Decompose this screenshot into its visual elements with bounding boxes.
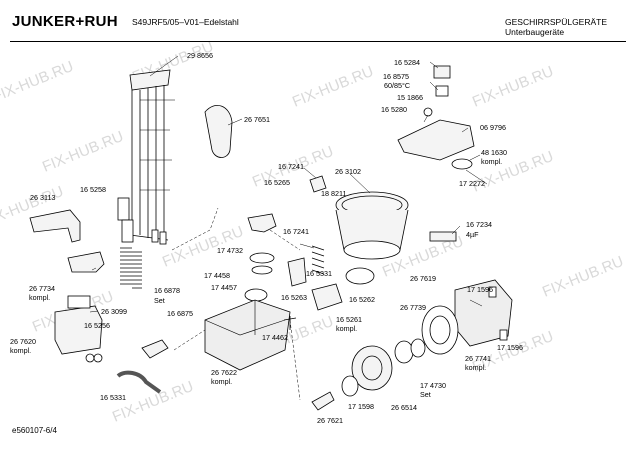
part-label: 16 7241 — [283, 227, 309, 236]
clip-part — [488, 286, 497, 298]
valve-block — [54, 295, 103, 363]
clip-part — [499, 329, 508, 341]
part-label: 16 5262 — [349, 295, 375, 304]
part-label: 17 1596 — [467, 285, 493, 294]
part-label: 16 6878 — [154, 286, 180, 295]
part-label: 16 5331 — [100, 393, 126, 402]
ring-part — [244, 288, 268, 302]
part-label: 26 7621 — [317, 416, 343, 425]
part-label: 16 5280 — [381, 105, 407, 114]
nut-part — [247, 213, 277, 233]
part-label: kompl. — [10, 346, 32, 355]
motor-assembly — [421, 279, 513, 355]
part-label: 4µF — [466, 230, 479, 239]
part-label: 26 6514 — [391, 403, 417, 412]
part-label: 16 7234 — [466, 220, 492, 229]
valve-part — [141, 339, 169, 359]
part-label: 16 5261 — [336, 315, 362, 324]
part-label: 16 5256 — [84, 321, 110, 330]
part-label: kompl. — [29, 293, 51, 302]
part-label: 26 7619 — [410, 274, 436, 283]
part-label: 16 5263 — [281, 293, 307, 302]
part-label: 17 4458 — [204, 271, 230, 280]
seal-part — [341, 375, 359, 397]
part-label: 16 8575 — [383, 72, 409, 81]
ring-part — [251, 265, 273, 275]
part-label: 16 5331 — [306, 269, 332, 278]
part-label: 16 7241 — [278, 162, 304, 171]
part-label: kompl. — [481, 157, 503, 166]
part-label: 17 1596 — [497, 343, 523, 352]
sump-housing — [204, 299, 291, 371]
hose-part — [116, 370, 162, 394]
sensor-part — [67, 251, 105, 273]
part-label: 26 7651 — [244, 115, 270, 124]
part-label: 17 4462 — [262, 333, 288, 342]
document-id: e560107-6/4 — [12, 426, 57, 435]
part-label: 26 7622 — [211, 368, 237, 377]
leader-lines — [171, 207, 301, 401]
part-label: 17 2272 — [459, 179, 485, 188]
part-label: 48 1630 — [481, 148, 507, 157]
part-label: 26 3099 — [101, 307, 127, 316]
part-label: 26 3113 — [30, 193, 56, 202]
part-label: 17 4732 — [217, 246, 243, 255]
filter-bowl — [335, 191, 409, 285]
pump-housing — [351, 338, 426, 391]
part-label: Set — [420, 390, 431, 399]
bracket-part — [287, 257, 307, 287]
tube-part — [117, 197, 130, 221]
part-label: 16 5284 — [394, 58, 420, 67]
leader-lines — [89, 55, 488, 313]
header-rule — [10, 41, 626, 42]
ring-part — [249, 252, 275, 264]
connector-part — [311, 391, 335, 411]
part-label: 26 7620 — [10, 337, 36, 346]
spring-part — [311, 245, 325, 275]
screw-part — [283, 316, 297, 330]
part-label: kompl. — [211, 377, 233, 386]
part-label: 16 5258 — [80, 185, 106, 194]
part-label: Set — [154, 296, 165, 305]
top-valve-assembly — [397, 65, 475, 170]
cover-part — [29, 209, 81, 243]
brand-logo: JUNKER+RUH — [12, 13, 118, 30]
part-label: 29 8656 — [187, 51, 213, 60]
model-number: S49JRF5/05–V01–Edelstahl — [132, 17, 239, 27]
category-title: GESCHIRRSPÜLGERÄTE — [505, 17, 608, 27]
part-label: kompl. — [465, 363, 487, 372]
part-label: 18 8211 — [321, 189, 347, 198]
capacitor-part — [429, 231, 457, 242]
part-label: 26 7739 — [400, 303, 426, 312]
part-label: 06 9796 — [480, 123, 506, 132]
part-label: 26 7741 — [465, 354, 491, 363]
part-label: 60/85°C — [384, 81, 411, 90]
spray-bottle — [204, 105, 233, 158]
part-label: 16 5265 — [264, 178, 290, 187]
subcategory-title: Unterbaugeräte — [505, 27, 565, 37]
part-label: 26 7734 — [29, 284, 55, 293]
part-label: 15 1866 — [397, 93, 423, 102]
part-label: kompl. — [336, 324, 358, 333]
pump-part — [311, 283, 343, 311]
tube-part — [121, 219, 134, 243]
springs — [120, 247, 142, 289]
part-label: 26 3102 — [335, 167, 361, 176]
part-label: 16 6875 — [167, 309, 193, 318]
cap-part — [309, 175, 327, 193]
part-label: 17 1598 — [348, 402, 374, 411]
part-label: 17 4730 — [420, 381, 446, 390]
pipe-assembly — [129, 69, 175, 245]
part-label: 17 4457 — [211, 283, 237, 292]
